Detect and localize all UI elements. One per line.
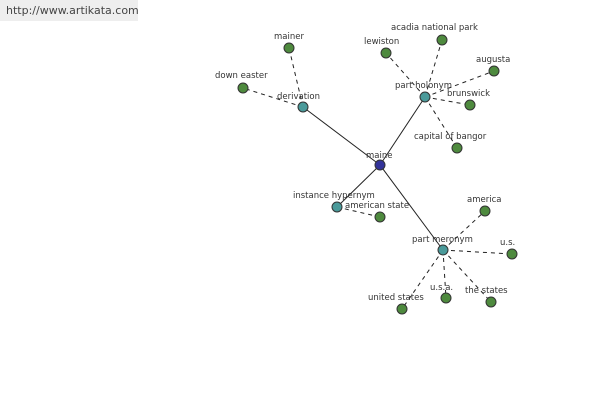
relation-node-part-holonym[interactable]: [419, 91, 431, 103]
edge-part-meronym-america: [442, 210, 486, 251]
leaf-node-united-states[interactable]: [396, 303, 408, 315]
relation-label-instance-hypernym[interactable]: instance hypernym: [293, 191, 375, 201]
leaf-label-us[interactable]: u.s.: [500, 238, 515, 248]
center-label-maine[interactable]: maine: [366, 151, 392, 161]
relation-node-instance-hypernym[interactable]: [331, 201, 343, 213]
leaf-node-american-state[interactable]: [374, 211, 386, 223]
leaf-node-lewiston[interactable]: [380, 47, 392, 59]
leaf-node-us[interactable]: [506, 248, 518, 260]
relation-label-part-holonym[interactable]: part holonym: [395, 81, 452, 91]
leaf-node-down-easter[interactable]: [237, 82, 249, 94]
relation-node-derivation[interactable]: [297, 101, 309, 113]
leaf-node-augusta[interactable]: [488, 65, 500, 77]
center-node-maine[interactable]: [374, 159, 386, 171]
edge-maine-derivation: [302, 106, 381, 166]
graph-labels: mainer down easter acadia national park lew…: [215, 23, 515, 303]
graph-edges: [242, 39, 513, 310]
edge-part-meronym-usa: [442, 249, 447, 299]
leaf-label-lewiston[interactable]: lewiston: [364, 37, 399, 47]
leaf-label-brunswick[interactable]: brunswick: [447, 89, 490, 99]
leaf-label-usa[interactable]: u.s.a.: [430, 283, 453, 293]
leaf-label-the-states[interactable]: the states: [465, 286, 508, 296]
relation-label-part-meronym[interactable]: part meronym: [412, 235, 473, 245]
graph-nodes: [237, 34, 518, 315]
edge-maine-part-holonym: [379, 96, 426, 166]
leaf-label-mainer[interactable]: mainer: [274, 32, 304, 42]
leaf-label-america[interactable]: america: [467, 195, 501, 205]
edge-part-meronym-united-states: [401, 249, 444, 310]
leaf-node-capital-of-bangor[interactable]: [451, 142, 463, 154]
leaf-label-augusta[interactable]: augusta: [476, 55, 510, 65]
leaf-label-down-easter[interactable]: down easter: [215, 71, 268, 81]
leaf-node-brunswick[interactable]: [464, 99, 476, 111]
edge-derivation-down-easter: [242, 87, 304, 108]
leaf-node-the-states[interactable]: [485, 296, 497, 308]
edge-part-meronym-the-states: [442, 249, 492, 303]
edge-maine-part-meronym: [379, 164, 444, 251]
leaf-label-american-state[interactable]: american state: [345, 201, 409, 211]
leaf-label-capital-of-bangor[interactable]: capital of bangor: [414, 132, 487, 142]
edge-maine-instance-hypernym: [336, 164, 381, 208]
edge-part-meronym-us: [442, 249, 513, 255]
edge-derivation-mainer: [288, 47, 304, 108]
leaf-node-acadia-national-park[interactable]: [436, 34, 448, 46]
edge-part-holonym-lewiston: [385, 52, 426, 98]
leaf-node-america[interactable]: [479, 205, 491, 217]
leaf-node-mainer[interactable]: [283, 42, 295, 54]
edge-part-holonym-capital-of-bangor: [424, 96, 458, 149]
relation-label-derivation[interactable]: derivation: [277, 92, 320, 102]
leaf-label-acadia-national-park[interactable]: acadia national park: [391, 23, 478, 33]
edge-part-holonym-acadia-national-park: [424, 39, 443, 98]
relation-node-part-meronym[interactable]: [437, 244, 449, 256]
artikata-url-link[interactable]: http://www.artikata.com: [0, 0, 139, 21]
leaf-label-united-states[interactable]: united states: [368, 293, 424, 303]
leaf-node-usa[interactable]: [440, 292, 452, 304]
